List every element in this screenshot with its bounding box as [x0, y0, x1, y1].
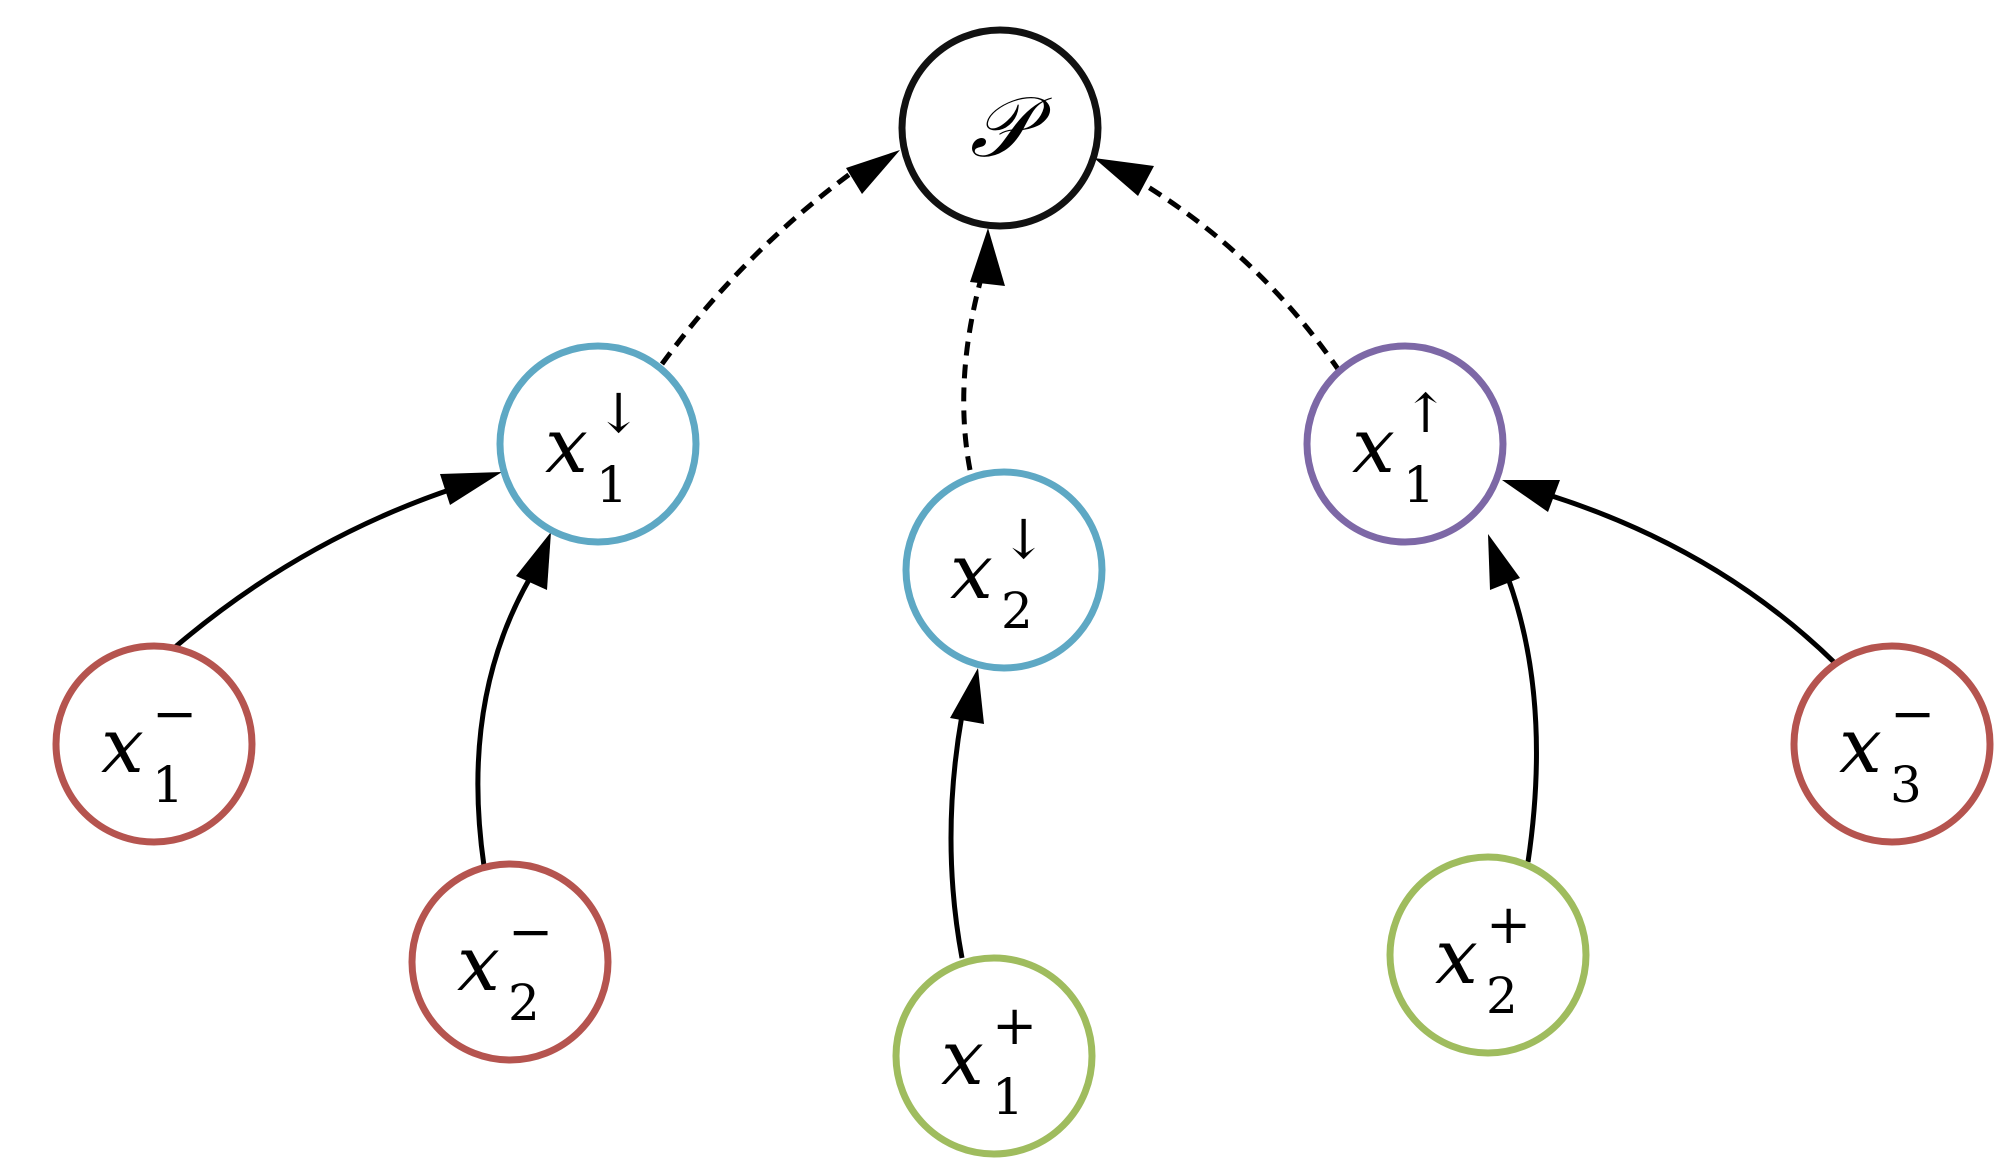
edge-x2-minus-to-x1-down [475, 532, 551, 867]
edge-x1-up-to-root [1094, 158, 1343, 374]
edges [172, 150, 1838, 959]
node-x1-up-label: x ↑ 1 [1352, 382, 1452, 514]
node-x1-up-circle [1303, 342, 1507, 546]
node-x2-plus-label: x + 2 [1435, 893, 1535, 1025]
edge-x2-down-to-root [961, 228, 1005, 471]
node-x1-down-label: x ↓ 1 [545, 382, 645, 514]
node-x2-minus-label: x − 2 [457, 900, 557, 1032]
node-x2-down-circle [902, 468, 1106, 672]
edge-x1-plus-to-x2-down [948, 668, 984, 959]
node-x1-down: x ↓ 1 [496, 342, 700, 546]
node-x1-plus-label: x + 1 [941, 994, 1041, 1126]
node-x2-down: x ↓ 2 [902, 468, 1106, 672]
edge-x1-down-to-root [659, 150, 900, 366]
node-x2-plus: x + 2 [1386, 853, 1590, 1057]
node-x3-minus-label: x − 3 [1839, 682, 1939, 814]
edge-x2-plus-to-x1-up [1488, 534, 1539, 863]
node-x2-minus-circle [408, 860, 612, 1064]
node-x1-plus: x + 1 [892, 954, 1096, 1158]
node-x3-minus-circle [1790, 642, 1994, 846]
node-root-circle [898, 26, 1102, 230]
nodes: 𝒫 x ↓ 1 x ↓ 2 x ↑ 1 [52, 26, 1994, 1158]
node-x1-minus-circle [52, 642, 256, 846]
edge-x3-minus-to-x1-up [1502, 480, 1838, 666]
node-root: 𝒫 [898, 26, 1102, 230]
node-x1-minus-label: x − 1 [101, 682, 201, 814]
node-x2-down-label: x ↓ 2 [950, 508, 1050, 640]
node-x1-minus: x − 1 [52, 642, 256, 846]
node-x1-up: x ↑ 1 [1303, 342, 1507, 546]
node-x3-minus: x − 3 [1790, 642, 1994, 846]
node-x1-down-circle [496, 342, 700, 546]
node-x2-minus: x − 2 [408, 860, 612, 1064]
edge-x1-minus-to-x1-down [172, 472, 502, 650]
node-x1-plus-circle [892, 954, 1096, 1158]
node-x2-plus-circle [1386, 853, 1590, 1057]
